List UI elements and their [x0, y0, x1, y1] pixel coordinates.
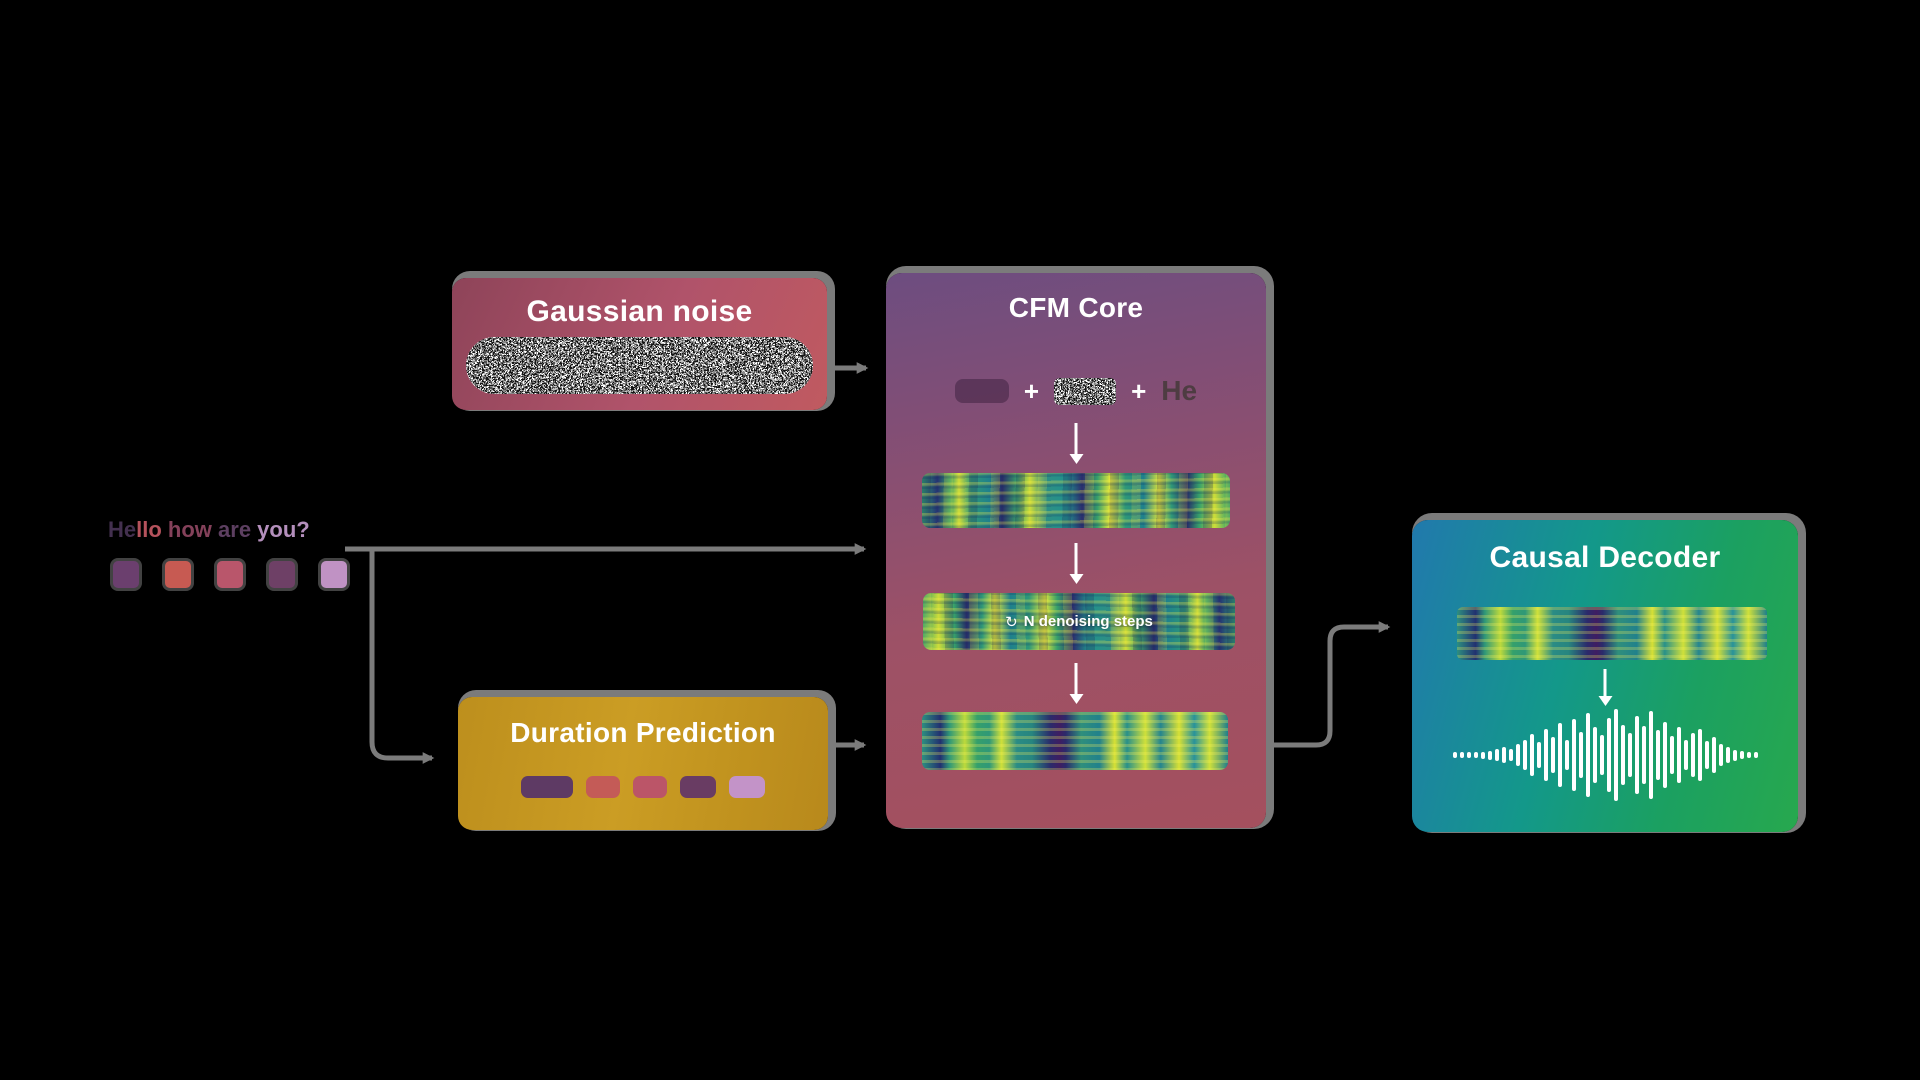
waveform-bar	[1536, 742, 1541, 768]
waveform-bar	[1550, 737, 1555, 773]
duration-prediction-title: Duration Prediction	[510, 717, 776, 748]
input-text: Hello how are you?	[108, 517, 310, 543]
noise-texture	[1054, 377, 1117, 405]
waveform-bar	[1494, 749, 1499, 761]
duration-chip	[729, 776, 765, 798]
token-square	[321, 561, 347, 588]
noise-chip	[1054, 377, 1117, 405]
down-arrow-icon	[1074, 423, 1078, 455]
waveform-bar	[1718, 744, 1723, 766]
down-arrow-icon	[1074, 543, 1078, 575]
noisy-spectrogram	[922, 473, 1230, 528]
waveform-bar	[1522, 740, 1527, 770]
input-token-row	[113, 561, 347, 588]
waveform-bar	[1613, 709, 1618, 801]
connector-cfm-to-decoder	[1264, 621, 1391, 748]
clean-spectrogram	[922, 712, 1228, 770]
waveform-bar	[1683, 740, 1688, 770]
waveform-bar	[1627, 733, 1632, 777]
connector-text-to-duration	[369, 549, 435, 764]
waveform-bar	[1529, 734, 1534, 776]
waveform-bar	[1452, 752, 1457, 758]
denoising-steps-text: N denoising steps	[1023, 613, 1153, 630]
output-spectrogram	[1457, 607, 1767, 660]
down-arrow-icon	[1074, 663, 1078, 695]
waveform-bar	[1655, 730, 1660, 780]
waveform-icon	[1412, 703, 1798, 807]
noise-texture	[466, 337, 813, 394]
duration-chip	[633, 776, 667, 798]
duration-chip	[586, 776, 620, 798]
waveform-bar	[1480, 751, 1485, 759]
waveform-bar	[1473, 752, 1478, 758]
plus-sign: +	[1023, 376, 1040, 406]
input-text-segment: you?	[251, 517, 310, 542]
causal-decoder-title: Causal Decoder	[1489, 541, 1721, 574]
token-square	[269, 561, 295, 588]
waveform-bar	[1459, 752, 1464, 758]
text-token-he: He	[1161, 375, 1198, 406]
waveform-bar	[1753, 752, 1758, 758]
waveform-bar	[1739, 751, 1744, 759]
waveform-bar	[1606, 718, 1611, 792]
down-arrow-icon	[1603, 669, 1607, 697]
waveform-bar	[1543, 729, 1548, 781]
waveform-bar	[1732, 749, 1737, 761]
waveform-bar	[1585, 713, 1590, 797]
waveform-bar	[1466, 752, 1471, 758]
cfm-core-title: CFM Core	[1008, 292, 1144, 323]
waveform-bar	[1620, 725, 1625, 785]
waveform-bar	[1648, 711, 1653, 799]
waveform-bar	[1704, 741, 1709, 769]
waveform-bar	[1634, 716, 1639, 794]
cfm-core-box: CFM Core + + He ↻ N denoising steps	[886, 273, 1266, 828]
denoising-steps-label: ↻ N denoising steps	[923, 593, 1235, 650]
token-square	[217, 561, 243, 588]
cfm-input-row: + + He	[886, 375, 1266, 407]
waveform-bar	[1564, 740, 1569, 770]
gaussian-noise-title: Gaussian noise	[526, 295, 753, 328]
waveform-bar	[1599, 735, 1604, 775]
timestep-chip	[954, 379, 1009, 403]
token-square	[165, 561, 191, 588]
waveform-bar	[1515, 744, 1520, 766]
waveform-bar	[1690, 733, 1695, 777]
duration-chip	[680, 776, 716, 798]
duration-prediction-box: Duration Prediction	[458, 697, 828, 830]
waveform-bar	[1641, 726, 1646, 784]
duration-chip-row	[458, 776, 828, 798]
waveform-bar	[1725, 747, 1730, 763]
input-text-segment: are	[211, 517, 252, 542]
duration-chip	[521, 776, 573, 798]
waveform-bar	[1557, 723, 1562, 787]
waveform-bar	[1676, 727, 1681, 783]
waveform-bar	[1571, 719, 1576, 791]
waveform-bar	[1508, 749, 1513, 761]
input-text-segment: llo	[136, 517, 162, 542]
gaussian-noise-strip	[466, 337, 813, 394]
waveform-bar	[1578, 732, 1583, 778]
waveform-bar	[1662, 722, 1667, 788]
gaussian-noise-box: Gaussian noise	[452, 278, 827, 410]
input-text-segment: He	[108, 517, 137, 542]
waveform-bar	[1592, 727, 1597, 783]
waveform-bar	[1746, 752, 1751, 758]
waveform-bar	[1697, 729, 1702, 781]
token-square	[113, 561, 139, 588]
causal-decoder-box: Causal Decoder	[1412, 520, 1798, 832]
input-text-segment: how	[161, 517, 212, 542]
waveform-bar	[1487, 750, 1492, 760]
cycle-icon: ↻	[1005, 613, 1018, 631]
waveform-bar	[1501, 747, 1506, 763]
waveform-bar	[1669, 736, 1674, 774]
plus-sign: +	[1131, 376, 1147, 406]
waveform-bar	[1711, 737, 1716, 773]
